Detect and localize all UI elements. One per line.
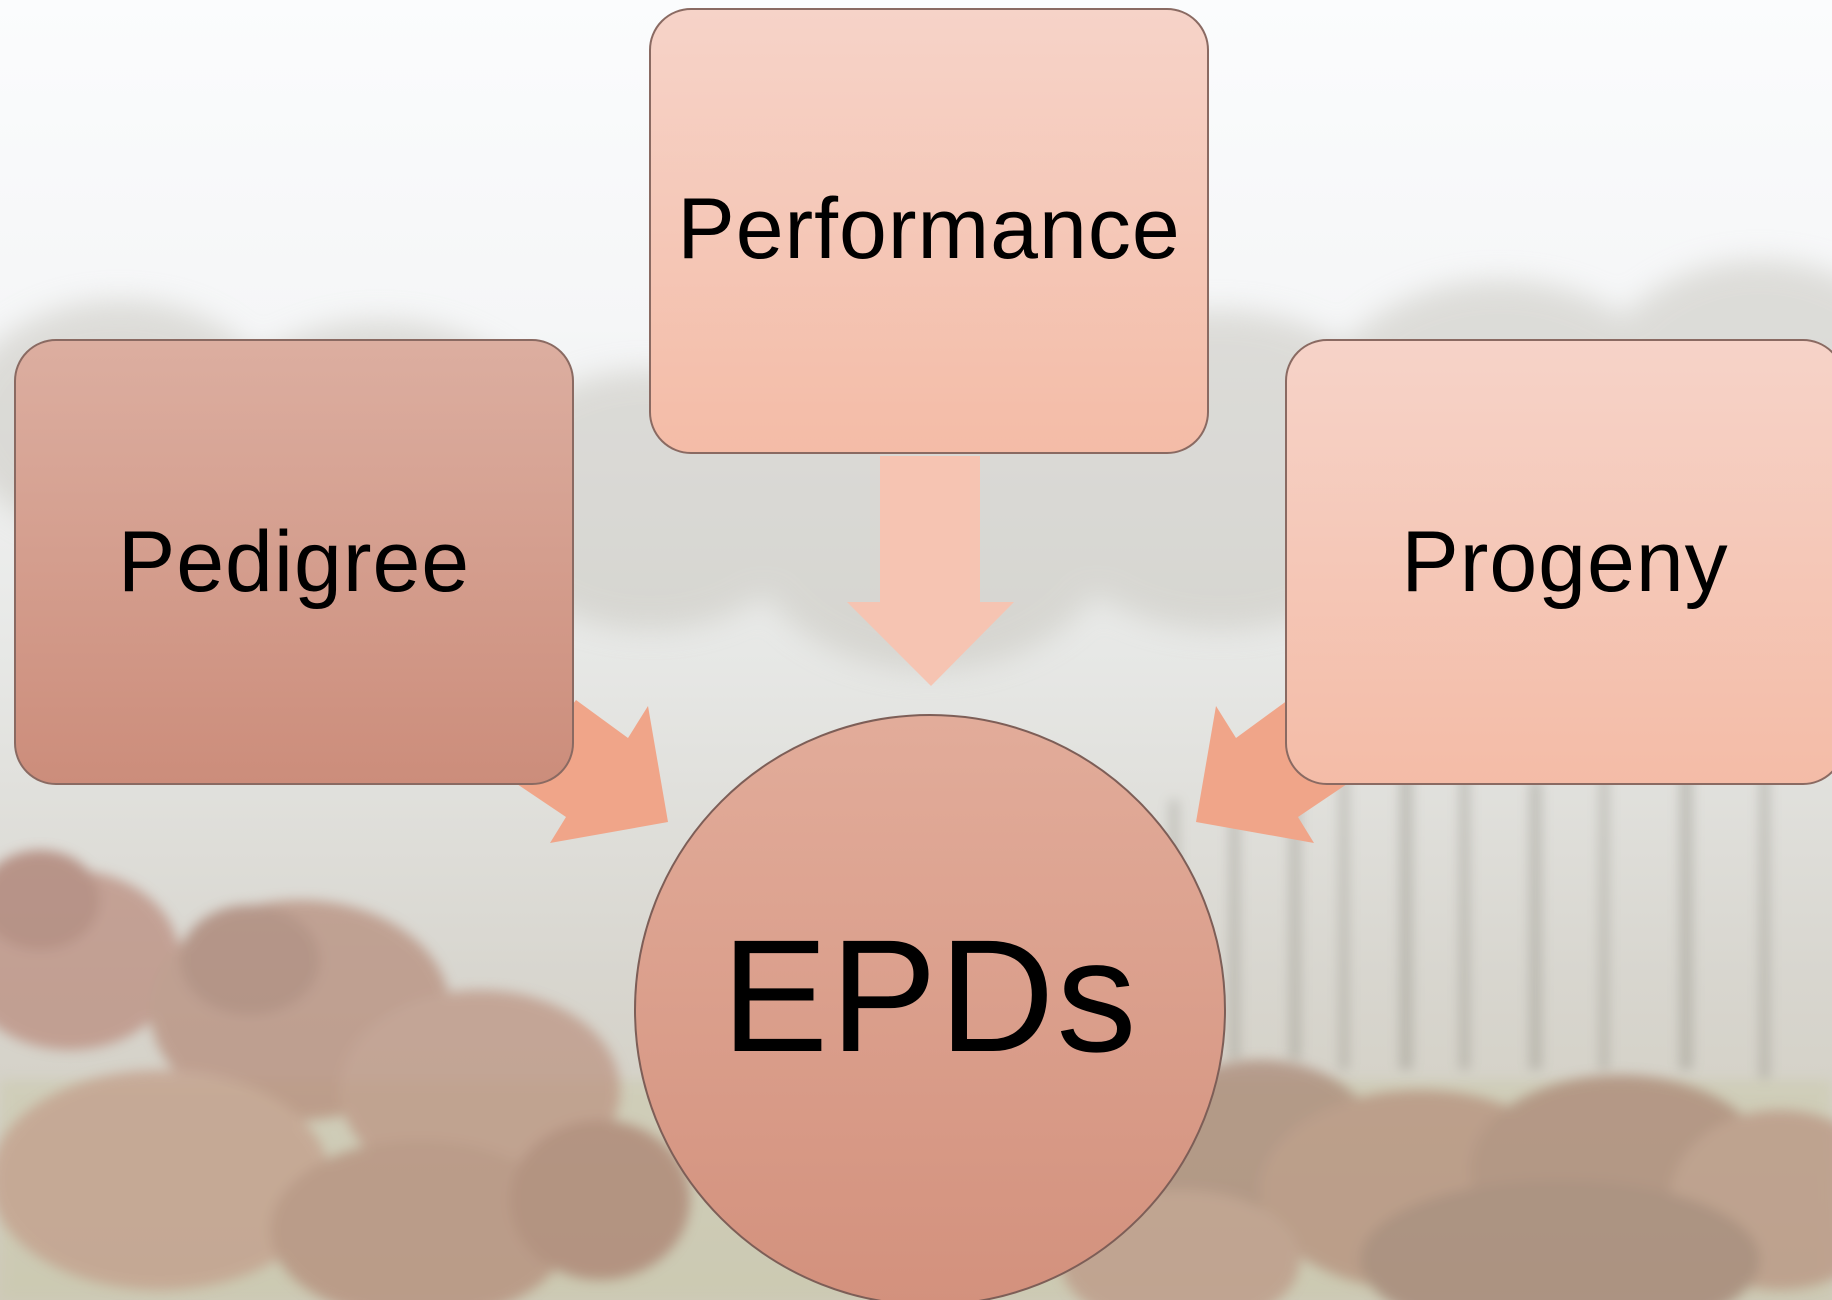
pedigree-node: Pedigree [14, 339, 574, 785]
progeny-node: Progeny [1285, 339, 1832, 785]
pedigree-label: Pedigree [117, 514, 471, 610]
epds-node: EPDs [634, 714, 1226, 1300]
arrow-performance-to-epds [847, 456, 1014, 686]
performance-label: Performance [677, 181, 1181, 277]
epds-label: EPDs [721, 906, 1139, 1085]
progeny-label: Progeny [1401, 514, 1729, 610]
performance-node: Performance [649, 8, 1209, 454]
